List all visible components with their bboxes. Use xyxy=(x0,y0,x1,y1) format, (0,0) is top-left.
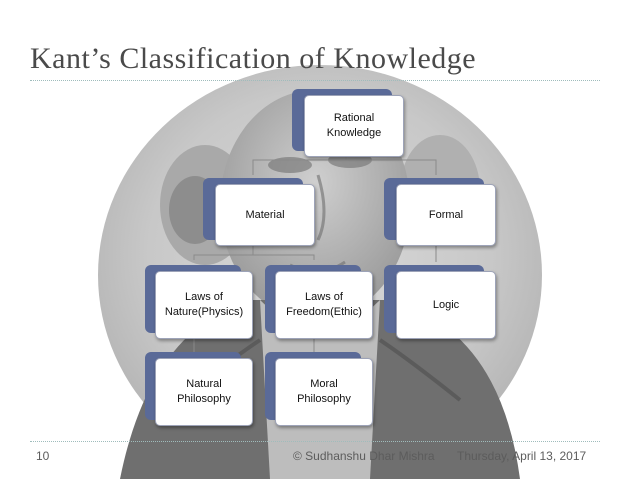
node-laws-of-freedom: Laws of Freedom(Ethic) xyxy=(265,265,373,339)
connector-root-children xyxy=(252,159,437,175)
node-rational-knowledge: Rational Knowledge xyxy=(292,89,404,157)
slide-number: 10 xyxy=(36,449,50,463)
node-logic: Logic xyxy=(384,265,496,339)
node-natural-philosophy-label: Natural Philosophy xyxy=(155,358,253,426)
node-formal: Formal xyxy=(384,178,496,246)
node-material-label: Material xyxy=(215,184,315,246)
node-laws-of-nature-label: Laws of Nature(Physics) xyxy=(155,271,253,339)
node-moral-philosophy-label: Moral Philosophy xyxy=(275,358,373,426)
node-moral-philosophy: Moral Philosophy xyxy=(265,352,373,426)
footer-divider xyxy=(30,441,600,442)
node-laws-of-freedom-label: Laws of Freedom(Ethic) xyxy=(275,271,373,339)
footer-date: Thursday, April 13, 2017 xyxy=(457,449,587,463)
node-natural-philosophy: Natural Philosophy xyxy=(145,352,253,426)
node-rational-knowledge-label: Rational Knowledge xyxy=(304,95,404,157)
title-divider xyxy=(30,80,600,81)
node-material: Material xyxy=(203,178,315,246)
footer-author: © Sudhanshu Dhar Mishra xyxy=(293,449,435,463)
slide-title: Kant’s Classification of Knowledge xyxy=(30,42,477,75)
connector-material-children xyxy=(193,254,315,260)
node-laws-of-nature: Laws of Nature(Physics) xyxy=(145,265,253,339)
node-formal-label: Formal xyxy=(396,184,496,246)
node-logic-label: Logic xyxy=(396,271,496,339)
